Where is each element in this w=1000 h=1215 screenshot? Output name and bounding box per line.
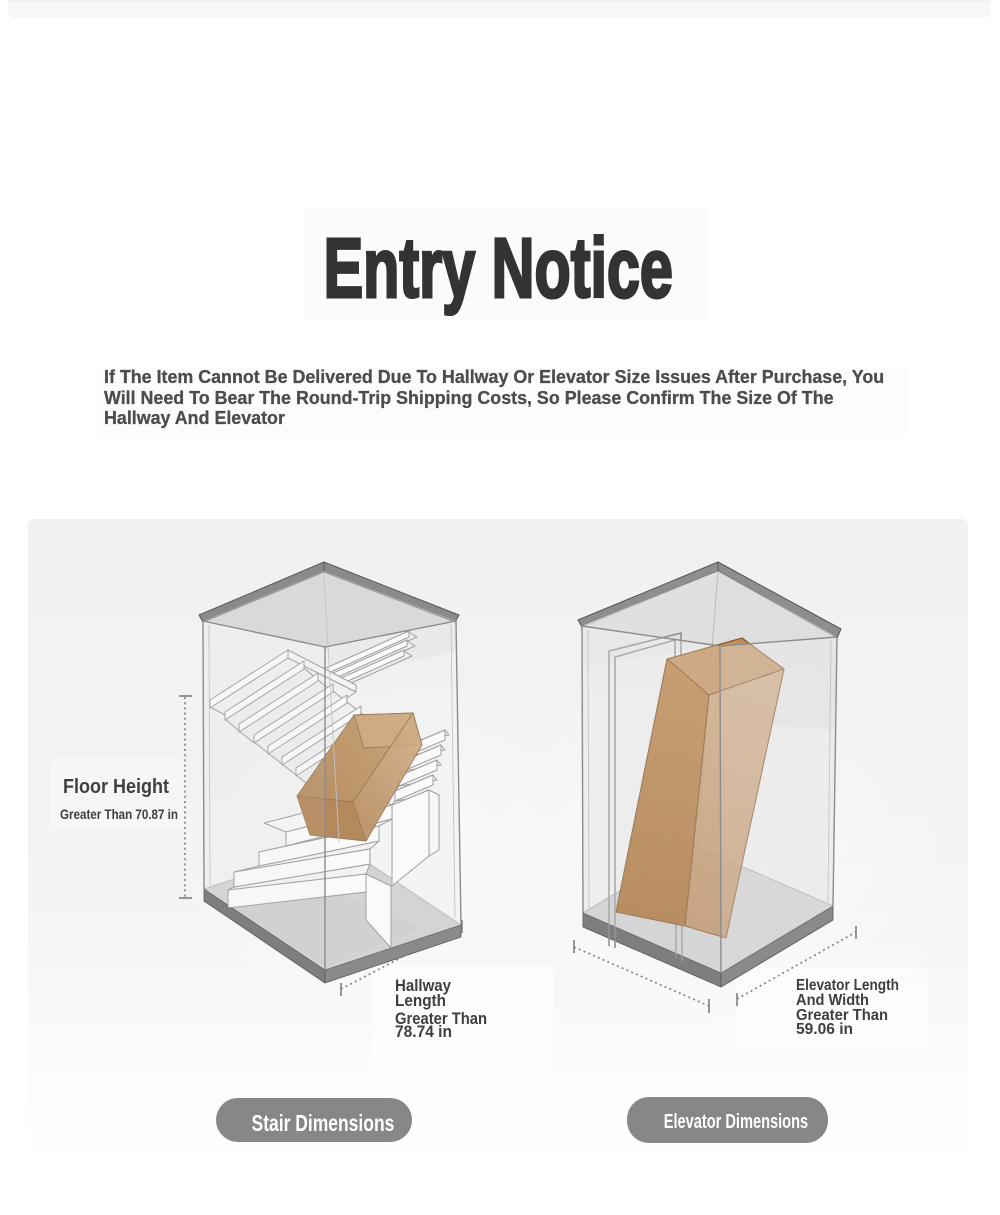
svg-text:Greater Than 70.87 in: Greater Than 70.87 in [60,807,178,822]
svg-text:Greater Than: Greater Than [796,1007,888,1024]
svg-text:59.06 in: 59.06 in [796,1021,853,1038]
svg-text:78.74 in: 78.74 in [395,1023,452,1041]
svg-text:And Width: And Width [796,992,869,1009]
svg-text:Hallway: Hallway [395,977,452,995]
svg-text:Elevator Length: Elevator Length [796,977,899,994]
svg-text:Floor Height: Floor Height [63,776,169,798]
svg-text:Greater Than: Greater Than [395,1010,487,1028]
svg-text:Length: Length [395,992,446,1010]
